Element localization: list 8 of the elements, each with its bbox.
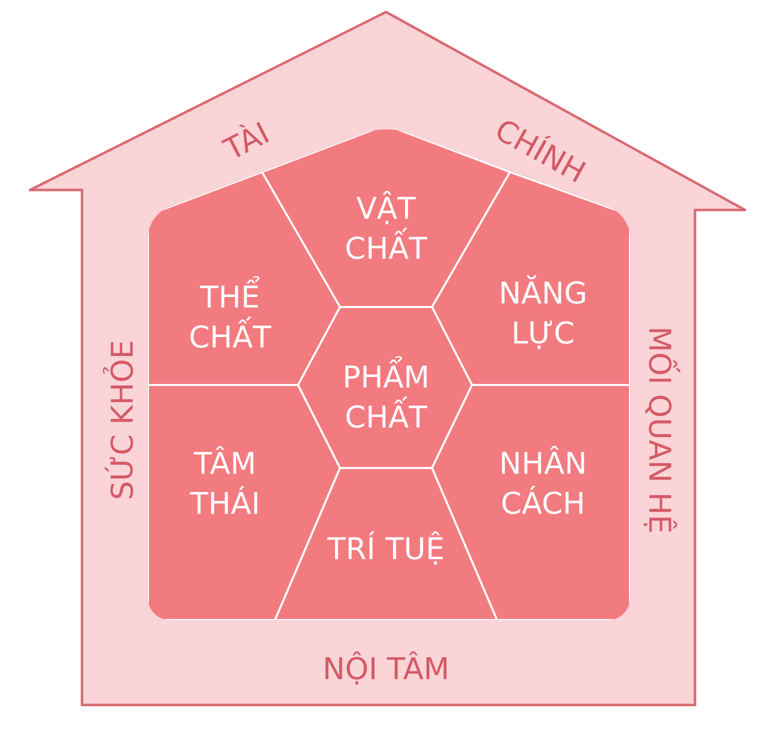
node-label: PHẨM CHẤT [345, 356, 428, 428]
segment: THỂ CHẤT [148, 170, 342, 386]
band-label: NỘI TÂM [326, 651, 447, 685]
band-label: MỐI QUAN HỆ [644, 329, 680, 532]
node-label: VẬT CHẤT [346, 190, 428, 260]
node-label: NHÂN CÁCH [502, 446, 584, 514]
node-label: TÂM THÁI [190, 446, 258, 514]
band-label: SỨC KHỎE [102, 342, 134, 498]
